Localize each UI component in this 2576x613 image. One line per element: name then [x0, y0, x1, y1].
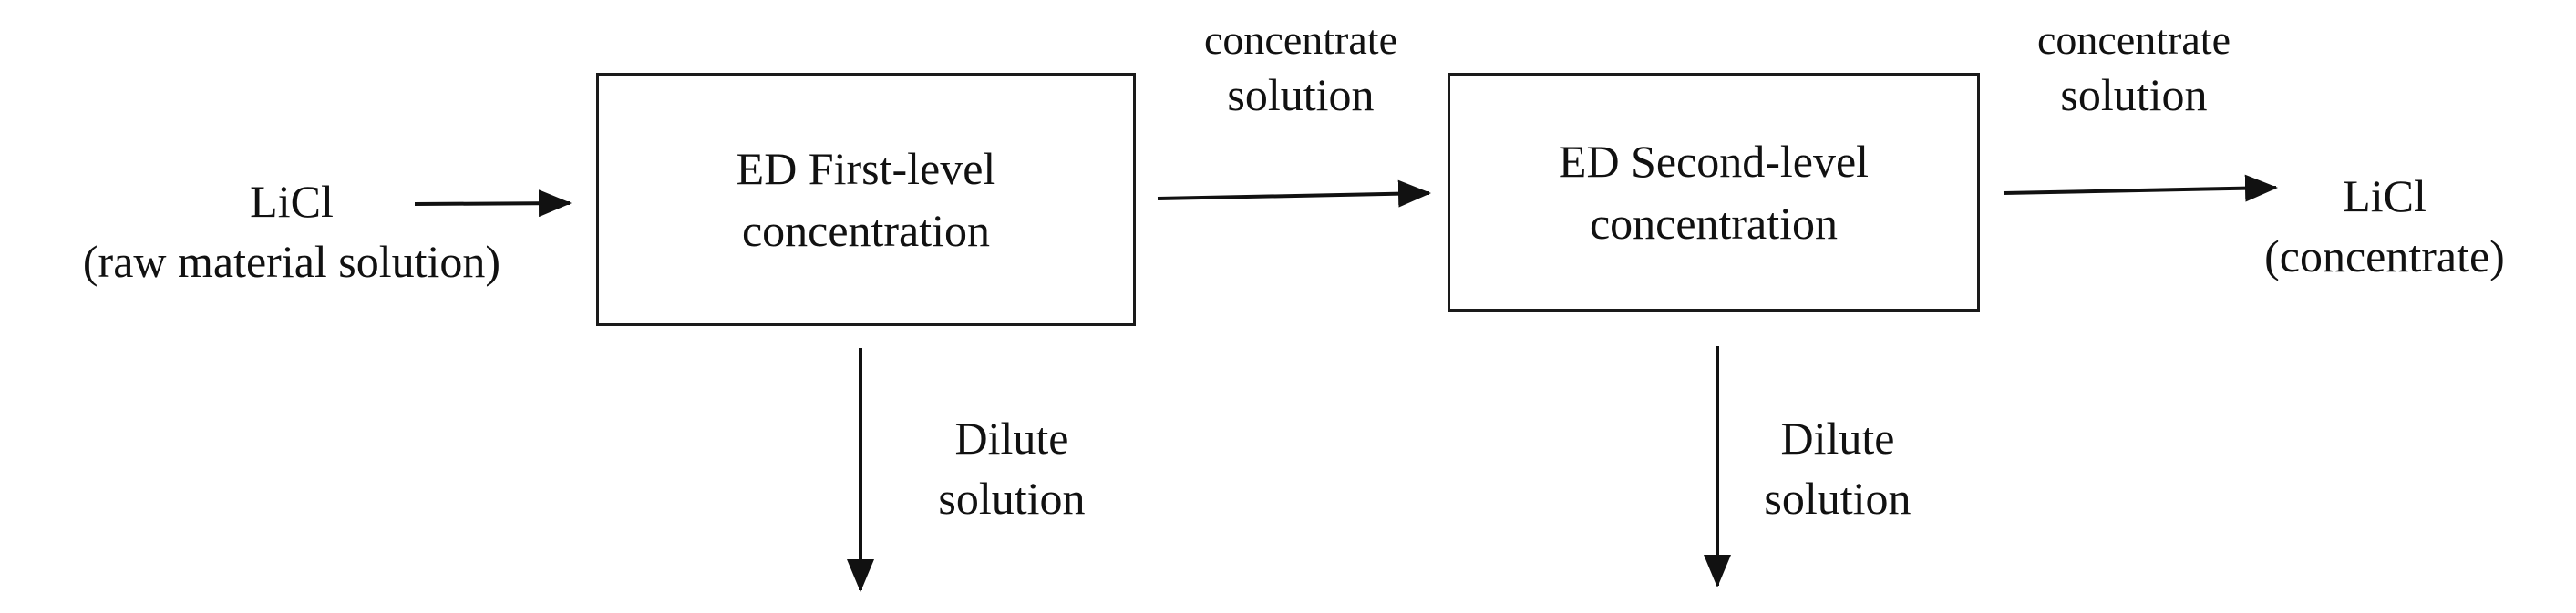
arrow-stage1-to-stage2 [1157, 179, 1431, 208]
output-label-line2: (concentrate) [2264, 230, 2505, 281]
link2-label-line2: solution [2060, 69, 2208, 120]
dilute2-label-line1: Dilute [1780, 413, 1895, 464]
dilute2-label-line2: solution [1764, 473, 1911, 524]
arrow-stage2-to-output [2003, 174, 2278, 202]
stage1-line1: ED First-level [736, 143, 996, 194]
dilute1-label-line2: solution [938, 473, 1086, 524]
input-label: LiCl (raw material solution) [9, 171, 574, 291]
input-label-line2: (raw material solution) [82, 236, 501, 287]
input-label-line1: LiCl [250, 176, 334, 227]
stage1-line2: concentration [741, 205, 991, 256]
link1-label-line2: solution [1227, 69, 1375, 120]
dilute1-label-line1: Dilute [954, 413, 1069, 464]
stage2-box: ED Second-level concentration [1448, 73, 1980, 312]
link2-label: concentrate solution [1984, 13, 2284, 122]
stage1-box: ED First-level concentration [596, 73, 1136, 326]
stage2-line1: ED Second-level [1558, 136, 1870, 187]
arrow-input-to-stage1 [414, 189, 572, 218]
dilute2-label: Dilute solution [1728, 408, 1947, 528]
output-label: LiCl (concentrate) [2211, 166, 2558, 286]
link1-label: concentrate solution [1150, 13, 1451, 122]
dilute1-label: Dilute solution [902, 408, 1121, 528]
stage2-line2: concentration [1589, 198, 1839, 249]
output-label-line1: LiCl [2343, 170, 2427, 221]
link1-label-line1: concentrate [1204, 16, 1397, 63]
link2-label-line1: concentrate [2037, 16, 2231, 63]
